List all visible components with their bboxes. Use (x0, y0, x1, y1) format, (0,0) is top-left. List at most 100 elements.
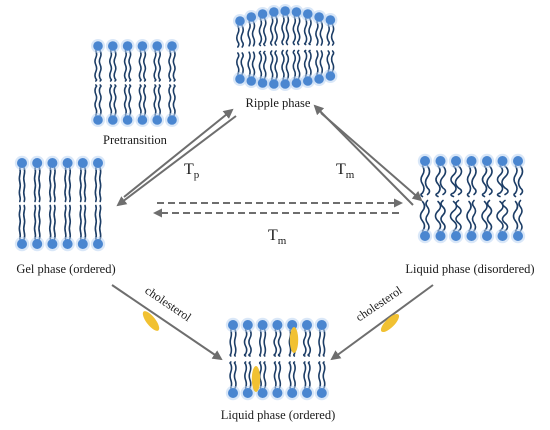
lipid-head (257, 78, 268, 88)
lipid-head (497, 231, 508, 241)
lipid-head (137, 41, 148, 51)
lipid-tail (168, 50, 172, 82)
lipid-tail (258, 18, 263, 47)
lipid-tail (455, 199, 462, 232)
lipid-head (242, 320, 253, 330)
lipid-head (93, 239, 103, 249)
liquid-ordered-membrane (225, 317, 329, 401)
lipid-head (246, 76, 257, 86)
lipid-tail (308, 49, 312, 77)
lipid-tail (440, 199, 446, 232)
lipid-tail (292, 361, 296, 389)
lipid-tail (425, 199, 430, 232)
lipid-tail (68, 204, 72, 240)
lipid-head (325, 71, 336, 81)
lipid-head (228, 388, 238, 398)
lipid-tail (512, 200, 519, 232)
lipid-tail (481, 165, 488, 198)
lipid-head (302, 388, 312, 398)
arrow-ripple-to-gel (116, 115, 237, 207)
lipid-tail (496, 165, 504, 198)
lipid-tail (157, 50, 161, 82)
tp-sub: p (194, 169, 200, 181)
lipid-head (280, 79, 291, 89)
pretransition-label: Pretransition (103, 133, 168, 147)
lipid-head (466, 156, 477, 166)
lipid-tail (278, 361, 282, 389)
lipid-tail (285, 49, 290, 80)
lipid-tail (153, 50, 157, 82)
lipid-tail (296, 16, 301, 46)
lipid-tail (83, 167, 87, 203)
tp-label: Tp (184, 161, 200, 181)
lipid-tail (466, 165, 472, 198)
lipid-head (17, 239, 27, 249)
arrow-gel-to-liquid-ordered (111, 284, 223, 361)
liquid-disordered-label: Liquid phase (disordered) (405, 262, 534, 276)
lipid-tail (330, 24, 335, 46)
lipid-tail (277, 329, 282, 357)
lipid-head (47, 158, 58, 168)
lipid-head (466, 231, 477, 241)
lipid-tail (258, 361, 262, 389)
lipid-tail (450, 165, 457, 198)
tp-main: T (184, 161, 194, 178)
lipid-tail (274, 50, 278, 80)
lipid-head (152, 41, 162, 51)
lipid-tail (79, 167, 82, 203)
lipid-tail (94, 84, 98, 116)
lipid-tail (138, 84, 142, 116)
lipid-tail (98, 50, 102, 82)
lipid-tail (281, 49, 285, 80)
lipid-tail (449, 200, 458, 232)
lipid-tail (319, 50, 324, 75)
lipid-head (314, 74, 324, 84)
lipid-tail (303, 49, 308, 77)
lipid-tail (251, 21, 256, 47)
tm-mid-label: Tm (268, 227, 287, 247)
tm-mid-main: T (268, 227, 278, 244)
lipid-head (272, 388, 283, 398)
lipid-tail (303, 18, 308, 46)
arrow-liquid-to-ripple (313, 104, 414, 206)
lipid-tail (263, 361, 267, 389)
lipid-tail (471, 199, 477, 232)
lipid-tail (229, 361, 233, 389)
lipid-head (93, 158, 103, 168)
cholesterol-in-membrane-top (289, 327, 299, 353)
lipid-tail (273, 361, 277, 389)
lipid-head (325, 15, 336, 25)
lipid-tail (318, 329, 321, 357)
lipid-tail (263, 50, 267, 79)
arrow-liquid-disordered-to-liquid-ordered (330, 284, 434, 361)
lipid-tail (471, 165, 477, 196)
lipid-tail (269, 16, 274, 46)
lipid-head (246, 12, 257, 22)
lipid-tail (38, 204, 41, 240)
lipid-tail (307, 329, 312, 357)
lipid-tail (315, 21, 319, 46)
lipid-tail (22, 167, 26, 203)
lipid-head (497, 156, 508, 166)
lipid-tail (138, 50, 142, 82)
lipid-tail (319, 21, 324, 46)
lipid-head (167, 41, 177, 51)
lipid-tail (109, 84, 113, 116)
lipid-tail (486, 199, 493, 232)
lipid-head (47, 239, 58, 249)
arrow-gel-to-ripple (123, 108, 234, 198)
lipid-tail (143, 50, 147, 82)
lipid-tail (517, 165, 524, 196)
lipid-tail (236, 52, 240, 75)
lipid-head (287, 388, 298, 398)
lipid-head (32, 158, 43, 168)
lipid-head (291, 78, 302, 88)
lipid-head (108, 115, 118, 125)
lipid-tail (501, 199, 509, 232)
gel-phase-membrane (14, 155, 106, 252)
lipid-head (32, 239, 43, 249)
lipid-tail (248, 361, 252, 389)
tm-top-sub: m (346, 169, 355, 181)
lipid-tail (518, 199, 523, 232)
lipid-head (482, 156, 492, 166)
